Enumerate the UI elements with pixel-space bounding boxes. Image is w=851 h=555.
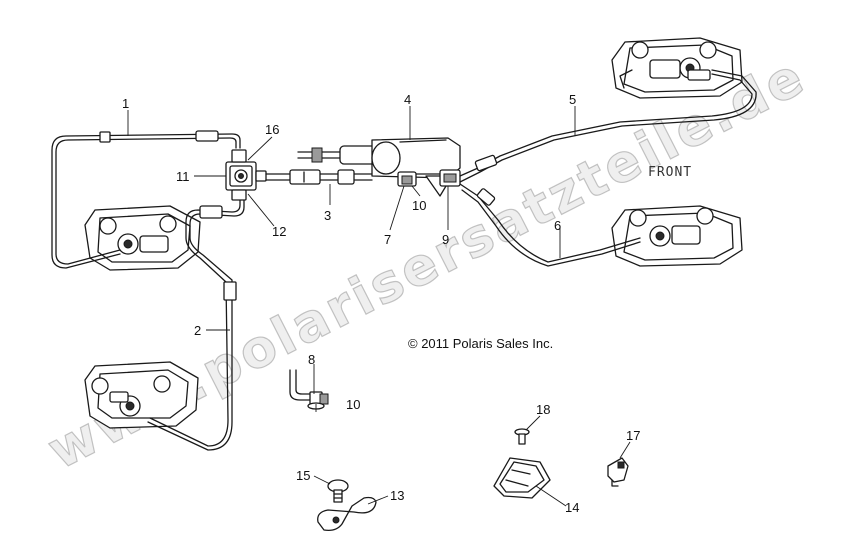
brake-line-5 — [459, 69, 757, 183]
callout-8: 8 — [308, 352, 315, 367]
callout-labels: 1 2 3 4 5 6 7 8 9 10 10 11 12 13 14 15 1… — [122, 92, 640, 515]
callout-10-banjo: 10 — [346, 397, 360, 412]
screw-18 — [514, 428, 530, 445]
caliper-front-right — [611, 37, 743, 99]
front-direction-label: FRONT — [648, 165, 692, 180]
callout-7: 7 — [384, 232, 391, 247]
callout-15: 15 — [296, 468, 310, 483]
callout-1: 1 — [122, 96, 129, 111]
callout-5: 5 — [569, 92, 576, 107]
caliper-rear-upper — [84, 205, 201, 271]
master-cylinder — [297, 137, 461, 197]
callout-16: 16 — [265, 122, 279, 137]
clip-17 — [607, 457, 629, 487]
bolt-15 — [327, 479, 349, 503]
callout-3: 3 — [324, 208, 331, 223]
callout-18: 18 — [536, 402, 550, 417]
banjo-fitting-8 — [289, 369, 329, 410]
callout-11: 11 — [176, 169, 190, 184]
callout-2: 2 — [194, 323, 201, 338]
brake-line-3 — [265, 169, 373, 185]
brake-junction-block — [225, 149, 267, 201]
brake-line-1 — [51, 130, 241, 269]
callout-6: 6 — [554, 218, 561, 233]
leader-lines — [127, 106, 631, 507]
callout-10-master: 10 — [412, 198, 426, 213]
bracket-14 — [493, 457, 551, 499]
caliper-front-left — [611, 205, 743, 267]
copyright-notice: © 2011 Polaris Sales Inc. — [408, 336, 553, 351]
callout-9: 9 — [442, 232, 449, 247]
callout-14: 14 — [565, 500, 579, 515]
brake-line-6 — [459, 183, 641, 267]
brake-line-2 — [147, 189, 245, 451]
callout-13: 13 — [390, 488, 404, 503]
callout-17: 17 — [626, 428, 640, 443]
clamp-13 — [317, 496, 377, 532]
callout-12: 12 — [272, 224, 286, 239]
caliper-rear-lower — [84, 361, 199, 429]
callout-4: 4 — [404, 92, 411, 107]
